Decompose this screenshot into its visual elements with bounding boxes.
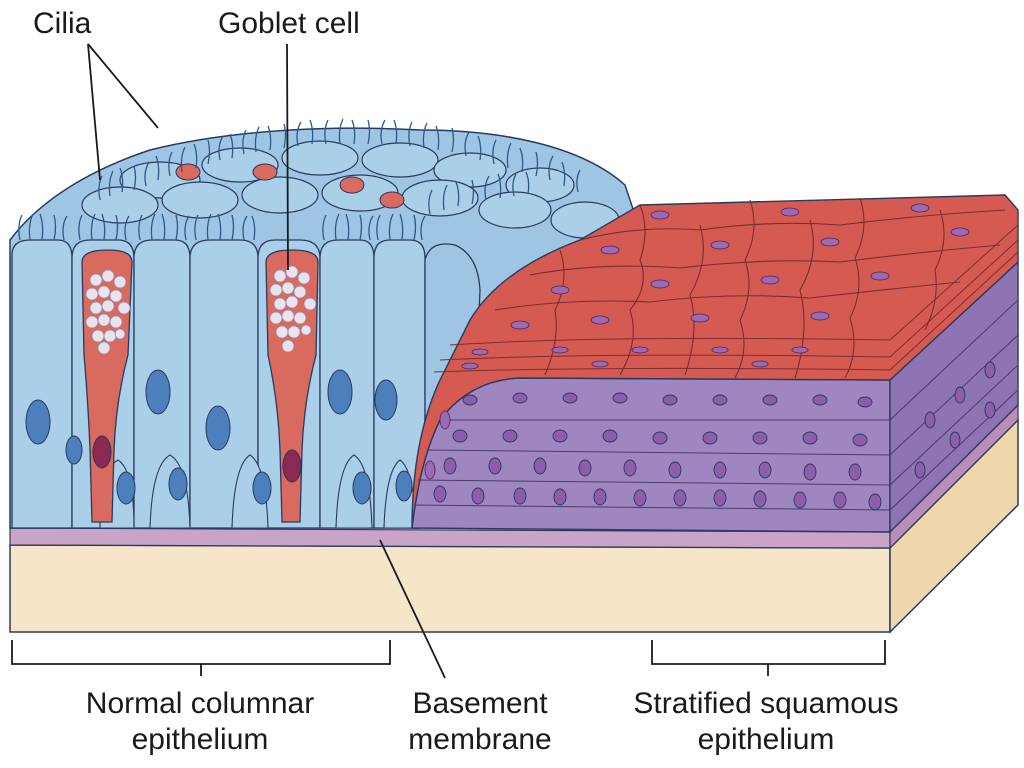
stratified-squamous-epithelium-label: Stratified squamous epithelium [596, 686, 936, 758]
brackets [11, 640, 886, 676]
goblet-cell-label: Goblet cell [218, 7, 360, 40]
basement-membrane-label: Basement membrane [380, 686, 580, 758]
goblet-leader-line [286, 43, 289, 271]
surface-cell-nuclei [424, 203, 970, 480]
stratified-label-line2: epithelium [697, 723, 835, 756]
basement-label-line1: Basement [412, 687, 548, 720]
basement-leader-line [379, 539, 446, 679]
cilia-tufts [18, 118, 581, 241]
cilia-leader-line-2 [87, 43, 159, 129]
columnar-epithelium [9, 118, 641, 529]
normal-columnar-label-line1: Normal columnar [85, 687, 315, 720]
basement-label-line2: membrane [408, 723, 552, 756]
squamous-bracket [651, 640, 886, 676]
normal-columnar-epithelium-label: Normal columnar epithelium [40, 686, 360, 758]
cilia-leader-line [87, 43, 101, 181]
squamous-nuclei [433, 361, 996, 511]
cilia-label: Cilia [33, 7, 92, 40]
columnar-bracket [11, 640, 391, 676]
normal-columnar-label-line2: epithelium [131, 723, 269, 756]
stratified-squamous-epithelium [411, 194, 1019, 534]
connective-tissue [9, 418, 1019, 634]
leader-lines [87, 43, 446, 679]
stratified-label-line1: Stratified squamous [633, 687, 899, 720]
mucus-granules [85, 265, 317, 355]
basement-membrane-layer [9, 403, 1019, 550]
columnar-nuclei [25, 369, 413, 505]
